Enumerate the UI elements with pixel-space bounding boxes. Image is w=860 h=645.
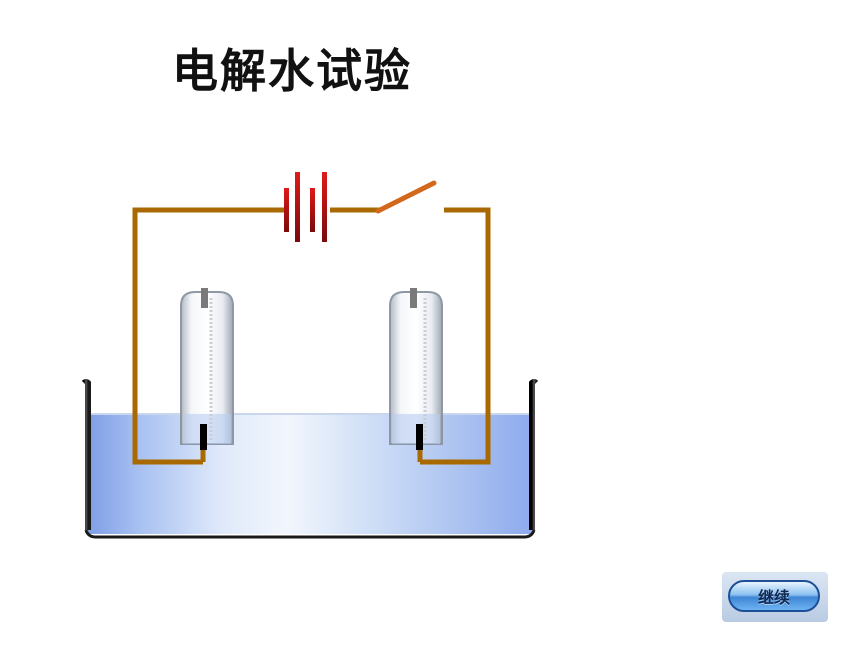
water [88,414,532,534]
left-electrode-top [201,288,208,308]
right-test-tube [389,288,443,445]
circuit-wire [132,207,491,465]
right-electrode [416,424,423,450]
left-test-tube [180,288,234,445]
page-title: 电解水试验 [172,44,412,98]
left-electrode [200,424,207,450]
continue-button[interactable]: 继续 [722,572,828,622]
right-electrode-top [410,288,417,308]
continue-button-label: 继续 [728,580,820,612]
switch [375,180,437,214]
beaker [81,379,539,539]
battery [284,172,327,242]
